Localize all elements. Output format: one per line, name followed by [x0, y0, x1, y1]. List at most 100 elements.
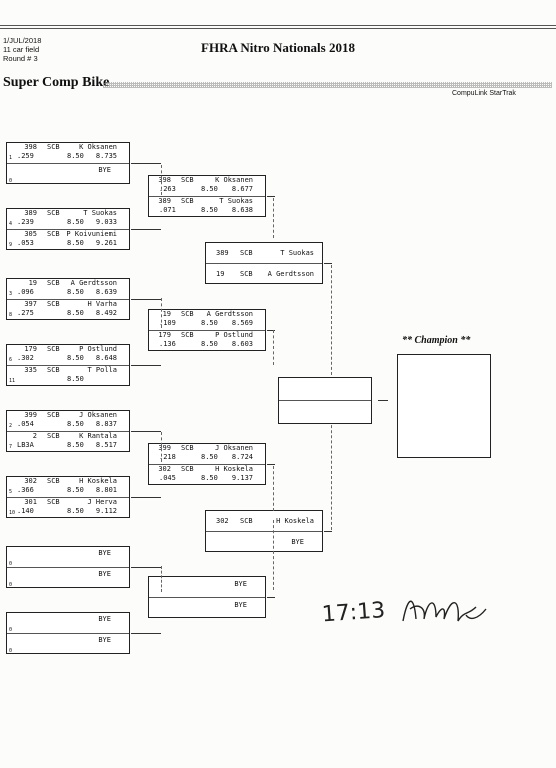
racer-name: A Gerdtsson — [267, 270, 314, 278]
car-number: 19 — [216, 270, 225, 278]
starting-position: 7 — [9, 444, 13, 450]
reaction-time: .239 — [17, 218, 34, 226]
header-rule-top — [0, 25, 556, 26]
racer-name: K Rantala — [79, 432, 117, 440]
bye-label: BYE — [234, 601, 247, 609]
bye-label: BYE — [98, 636, 111, 644]
starting-position: 0 — [9, 582, 13, 588]
r2-dash-4 — [273, 520, 275, 590]
car-number: 2 — [32, 432, 37, 440]
racer-name: T Suokas — [219, 197, 253, 205]
dial-in: 8.50 — [201, 453, 218, 461]
car-class: SCB — [47, 411, 60, 419]
car-class: SCB — [181, 197, 194, 205]
car-number: 335 — [24, 366, 37, 374]
car-number: 19 — [28, 279, 37, 287]
bye-label: BYE — [98, 570, 111, 578]
software-label: CompuLink StarTrak — [452, 90, 516, 97]
car-number: 397 — [24, 300, 37, 308]
bye-label: BYE — [98, 166, 111, 174]
handwritten-time: 17:13 — [321, 598, 386, 627]
dial-in: 8.50 — [67, 441, 84, 449]
car-class: SCB — [47, 143, 60, 151]
dial-in: 8.50 — [67, 288, 84, 296]
reaction-time: .366 — [17, 486, 34, 494]
dial-in: 8.50 — [67, 152, 84, 160]
car-class: SCB — [47, 279, 60, 287]
r2-dash-1 — [273, 198, 275, 238]
lane-2: BYE — [206, 532, 322, 552]
r1-dash-4 — [161, 566, 163, 592]
reaction-time: .218 — [159, 453, 176, 461]
racer-name: T Suokas — [280, 249, 314, 257]
elapsed-time: 8.569 — [231, 319, 253, 327]
lane-2: BYE — [149, 598, 265, 618]
car-class: SCB — [181, 331, 194, 339]
car-number: 302 — [24, 477, 37, 485]
dial-in: 8.50 — [67, 486, 84, 494]
starting-position: 3 — [9, 291, 13, 297]
car-class: SCB — [181, 444, 194, 452]
bye-label: BYE — [291, 538, 304, 546]
handwritten-signature: 17:13 — [321, 598, 487, 627]
reaction-time: .136 — [159, 340, 176, 348]
racer-name: T Polla — [87, 366, 117, 374]
reaction-time: .259 — [17, 152, 34, 160]
starting-position: 0 — [9, 648, 13, 654]
reaction-time: .302 — [17, 354, 34, 362]
racer-name: P Ostlund — [215, 331, 253, 339]
reaction-time: .140 — [17, 507, 34, 515]
elapsed-time: 9.033 — [95, 218, 117, 226]
starting-position: 6 — [9, 357, 13, 363]
car-class: SCB — [181, 176, 194, 184]
r1-connector-2 — [131, 229, 161, 230]
bye-label: BYE — [98, 549, 111, 557]
car-number: 179 — [158, 331, 171, 339]
header-rule-bottom — [0, 28, 556, 29]
dial-in: 8.50 — [67, 375, 84, 383]
car-class: SCB — [47, 230, 60, 238]
r3-connector-2 — [324, 531, 332, 532]
dial-in: 8.50 — [201, 185, 218, 193]
elapsed-time: 8.724 — [231, 453, 253, 461]
elapsed-time: 8.801 — [95, 486, 117, 494]
starting-position: 8 — [9, 312, 13, 318]
racer-name: H Koskela — [215, 465, 253, 473]
lane-2: BYE 0 — [7, 568, 129, 588]
dial-in: 8.50 — [201, 340, 218, 348]
elapsed-time: 8.639 — [95, 288, 117, 296]
elapsed-time: 8.648 — [95, 354, 117, 362]
dial-in: 8.50 — [67, 239, 84, 247]
car-number: 399 — [24, 411, 37, 419]
elapsed-time: 8.735 — [95, 152, 117, 160]
elapsed-time: 8.492 — [95, 309, 117, 317]
r1-dash-3 — [161, 432, 163, 462]
racer-name: J Oksanen — [215, 444, 253, 452]
racer-name: P Koivuniemi — [66, 230, 117, 238]
r1-connector-1 — [131, 163, 161, 164]
lane-1: BYE — [149, 577, 265, 598]
event-title: FHRA Nitro Nationals 2018 — [201, 40, 355, 55]
starting-position: 4 — [9, 221, 13, 227]
car-class: SCB — [47, 498, 60, 506]
car-number: 301 — [24, 498, 37, 506]
